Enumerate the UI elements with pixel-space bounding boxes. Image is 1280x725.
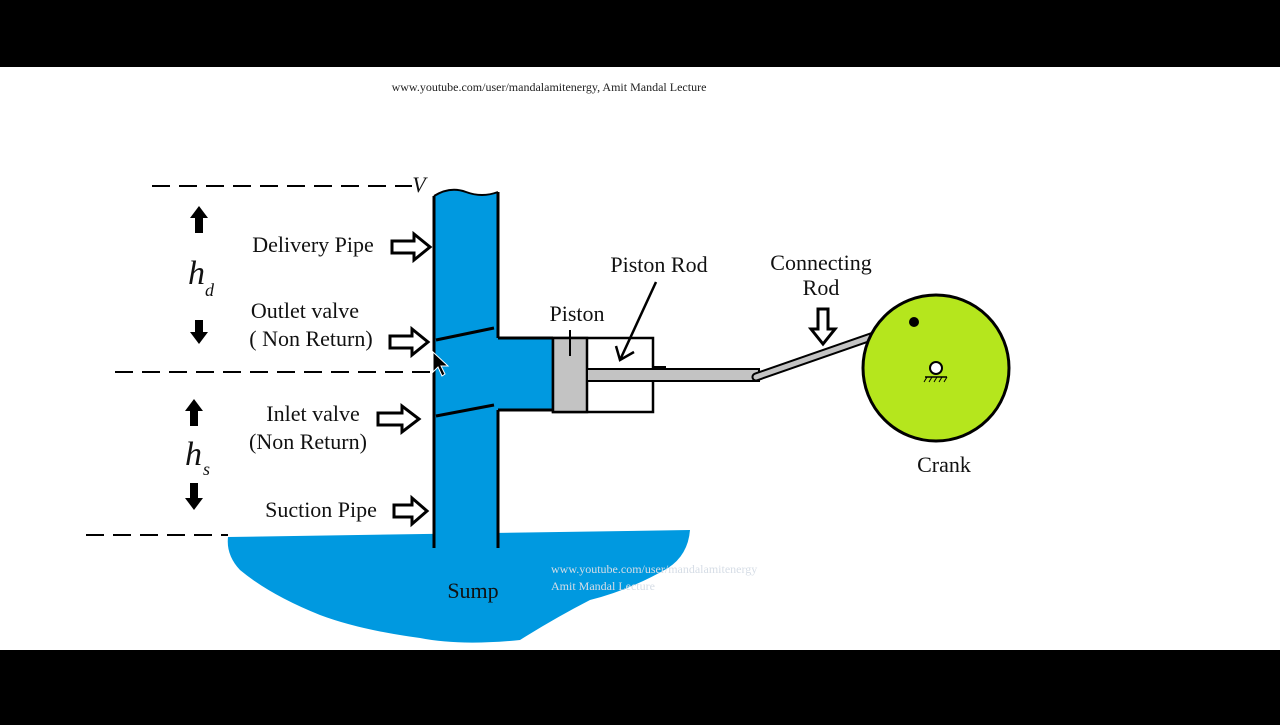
source-credit: www.youtube.com/user/mandalamitenergy, A… (392, 80, 707, 94)
head-dimension-arrows (185, 206, 208, 510)
piston-rod-pointer-head (614, 345, 635, 362)
crank-fixed-pivot-icon (923, 361, 948, 383)
delivery-head-down-arrow (190, 320, 208, 344)
suction-head-symbol: h (185, 436, 202, 473)
outlet-valve-type-label: ( Non Return) (249, 326, 372, 351)
dashed-level-lines (86, 185, 432, 536)
crank-label: Crank (917, 452, 971, 477)
label-arrows (376, 230, 433, 528)
connecting-rod-down-arrow (807, 307, 839, 347)
piston-rod-pointer (618, 281, 658, 361)
suction-head-subscript: s (203, 459, 210, 479)
delivery-head-up-arrow (190, 206, 208, 233)
crank-pin (909, 317, 919, 327)
piston-rod (586, 368, 760, 382)
delivery-head-symbol: h (188, 255, 205, 292)
outlet-valve-arrow (388, 325, 431, 359)
pump-chamber (497, 338, 553, 410)
inlet-valve (435, 403, 495, 418)
connecting-rod-label-line2: Rod (803, 275, 840, 300)
inlet-valve-type-label: (Non Return) (249, 429, 367, 454)
delivery-pipe-label: Delivery Pipe (252, 232, 374, 257)
suction-pipe-label: Suction Pipe (265, 497, 377, 522)
inlet-valve-label: Inlet valve (266, 401, 359, 426)
free-surface-mark: V (412, 172, 428, 197)
delivery-head-subscript: d (205, 280, 215, 300)
mouse-cursor-icon (432, 350, 450, 377)
outlet-valve (435, 326, 495, 342)
suction-head-up-arrow (185, 399, 203, 426)
inlet-valve-arrow (376, 402, 422, 436)
piston-rod-label: Piston Rod (610, 252, 707, 277)
vertical-pipe (434, 189, 498, 548)
watermark-url: www.youtube.com/user/mandalamitenergy (551, 562, 757, 576)
outlet-valve-label: Outlet valve (251, 298, 359, 323)
pipe-top-edge (433, 188, 499, 197)
sump-water (227, 530, 690, 643)
suction-pipe-arrow (392, 494, 430, 528)
sump-label: Sump (447, 578, 498, 603)
delivery-pipe-arrow (390, 230, 433, 264)
watermark-author: Amit Mandal Lecture (551, 579, 655, 593)
piston-label: Piston (549, 301, 604, 326)
connecting-rod-label: Connecting (770, 250, 871, 275)
suction-head-down-arrow (185, 483, 203, 510)
